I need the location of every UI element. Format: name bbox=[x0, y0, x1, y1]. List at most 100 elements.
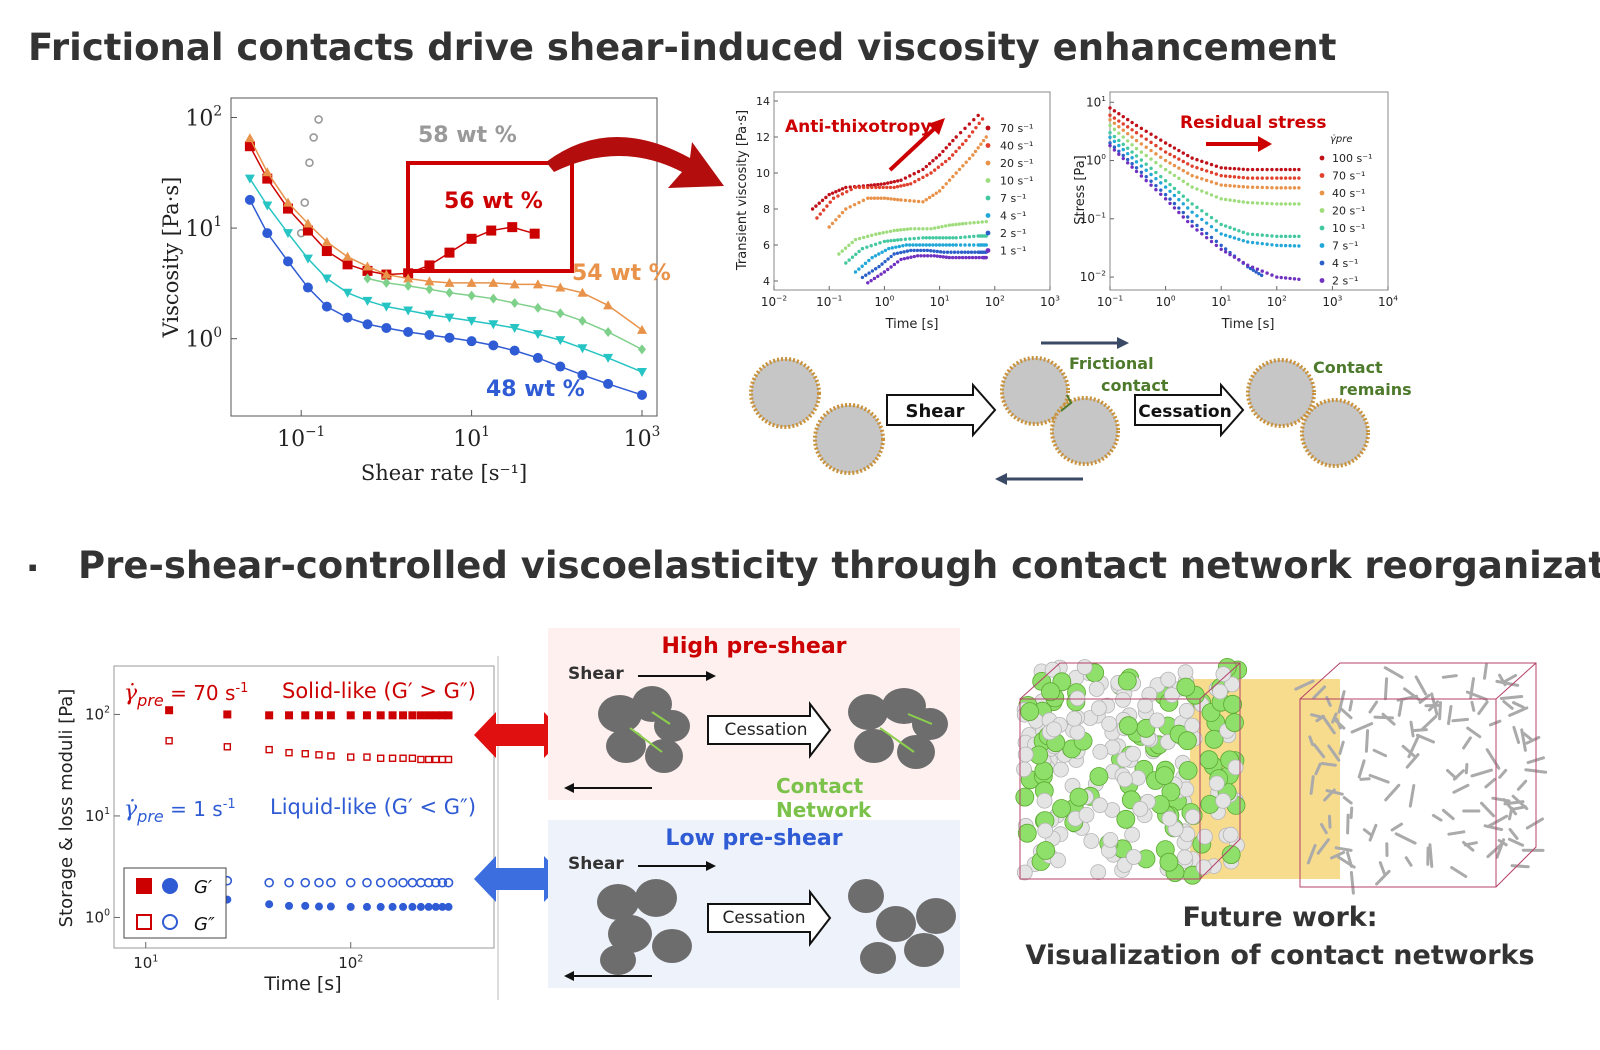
legend-loss: G″ bbox=[194, 914, 215, 935]
transient-point bbox=[889, 265, 893, 269]
stress-point bbox=[1228, 166, 1232, 171]
stress-point bbox=[1200, 217, 1204, 222]
sphere-particle bbox=[1053, 761, 1069, 778]
transient-point bbox=[937, 153, 942, 157]
transient-point bbox=[957, 146, 961, 150]
contact-bond bbox=[1310, 713, 1322, 719]
stress-point bbox=[1190, 202, 1194, 206]
transient-point bbox=[883, 248, 888, 253]
transient-point bbox=[911, 243, 915, 247]
transient-point bbox=[892, 197, 897, 201]
transient-point bbox=[857, 249, 861, 254]
transient-point bbox=[917, 177, 921, 182]
contact-bond bbox=[1507, 837, 1525, 847]
transient-point bbox=[901, 244, 905, 248]
contact-bond bbox=[1373, 715, 1394, 720]
bullet-marker: ▪ bbox=[28, 552, 38, 582]
stress-point bbox=[1117, 143, 1121, 148]
stress-legend-marker bbox=[1319, 208, 1325, 213]
particle bbox=[1050, 396, 1120, 466]
transient-point bbox=[886, 257, 890, 261]
transient-point bbox=[947, 142, 952, 146]
contact-bond bbox=[1486, 814, 1509, 829]
transient-point bbox=[867, 258, 871, 263]
transient-point bbox=[917, 227, 921, 231]
stress-legend-label: 40 s⁻¹ bbox=[1332, 187, 1365, 200]
transient-point bbox=[941, 185, 945, 190]
transient-point bbox=[950, 223, 955, 227]
contact-label: contact bbox=[1101, 376, 1169, 395]
viscosity-point bbox=[532, 330, 543, 340]
stress-point bbox=[1279, 202, 1283, 206]
transient-point bbox=[834, 190, 838, 194]
contact-bond bbox=[1512, 725, 1521, 744]
transient-point bbox=[905, 249, 910, 253]
viscosity-point bbox=[424, 260, 435, 271]
stress-point bbox=[1163, 150, 1168, 154]
transient-point bbox=[941, 149, 945, 154]
stress-point bbox=[1108, 131, 1112, 135]
stress-legend-marker bbox=[1319, 173, 1325, 178]
stress-legend-marker bbox=[1319, 225, 1325, 231]
moduli-point bbox=[399, 754, 407, 762]
viscosity-point bbox=[556, 308, 565, 319]
stress-point bbox=[1297, 186, 1301, 190]
moduli-point bbox=[265, 900, 274, 909]
viscosity-point bbox=[363, 273, 372, 284]
transient-point bbox=[928, 249, 933, 253]
transient-point bbox=[882, 239, 887, 244]
stress-point bbox=[1154, 183, 1158, 188]
contact-bond bbox=[1294, 679, 1315, 691]
stress-point bbox=[1265, 185, 1269, 190]
transient-point bbox=[881, 231, 885, 235]
transient-point bbox=[865, 245, 869, 249]
moduli-point bbox=[424, 755, 433, 764]
stress-point bbox=[1232, 184, 1237, 188]
particle bbox=[1000, 356, 1070, 426]
transient-point bbox=[889, 238, 893, 243]
transient-point bbox=[967, 255, 971, 260]
viscosity-point bbox=[404, 280, 413, 291]
stress-point bbox=[1288, 244, 1292, 248]
stress-point bbox=[1195, 187, 1199, 191]
stress-point bbox=[1270, 186, 1274, 190]
stress-legend-label: 7 s⁻¹ bbox=[1332, 240, 1358, 253]
stress-point bbox=[1108, 106, 1112, 110]
sphere-particle bbox=[1222, 826, 1239, 843]
transient-point bbox=[869, 244, 873, 248]
viscosity-point bbox=[302, 254, 313, 264]
contact-bond bbox=[1512, 701, 1525, 709]
transient-legend-marker bbox=[985, 248, 991, 253]
transient-point bbox=[947, 236, 952, 240]
transient-point bbox=[934, 236, 938, 240]
sphere-particle bbox=[1130, 770, 1146, 786]
transient-point bbox=[861, 235, 866, 240]
transient-point bbox=[964, 255, 968, 260]
stress-point bbox=[1144, 129, 1148, 133]
transient-point bbox=[889, 254, 893, 259]
sphere-particle bbox=[1196, 828, 1213, 845]
transient-point bbox=[886, 181, 890, 185]
transient-point bbox=[866, 281, 870, 285]
transient-point bbox=[949, 250, 953, 254]
stress-point bbox=[1186, 153, 1190, 158]
stress-point bbox=[1172, 155, 1177, 159]
contact-bond bbox=[1477, 700, 1489, 715]
transient-point bbox=[931, 159, 935, 163]
particle-schematic: Shear Frictional contact Cessation Conta… bbox=[749, 337, 1412, 485]
sphere-particle bbox=[1089, 767, 1109, 786]
stress-point bbox=[1186, 206, 1190, 210]
contact-bond bbox=[1325, 789, 1344, 796]
transient-point bbox=[973, 250, 977, 254]
transient-point bbox=[883, 259, 887, 264]
transient-point bbox=[895, 260, 900, 264]
stress-point bbox=[1108, 113, 1112, 117]
moduli-point bbox=[265, 711, 274, 720]
stress-point bbox=[1177, 210, 1181, 215]
stress-point bbox=[1275, 186, 1279, 190]
low-rate-label: γ̇pre = 1 s-1 bbox=[124, 797, 236, 826]
transient-point bbox=[951, 243, 955, 247]
transient-point bbox=[874, 267, 878, 271]
stress-point bbox=[1219, 222, 1223, 227]
stress-point bbox=[1279, 176, 1283, 180]
